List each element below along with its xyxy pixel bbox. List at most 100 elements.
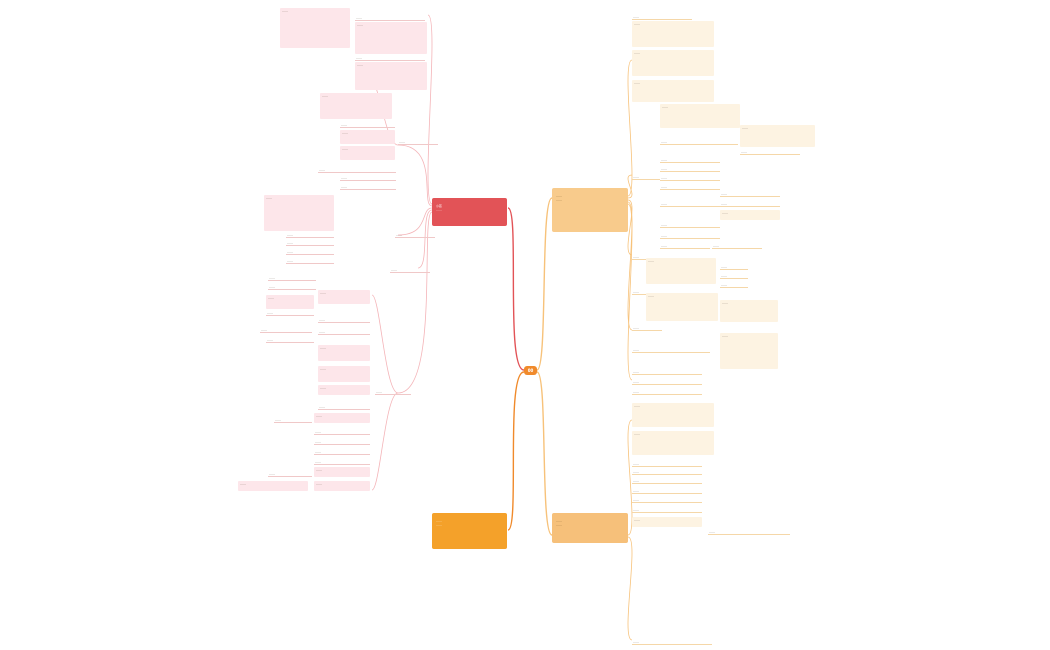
left-long-block[interactable]: …… bbox=[264, 195, 334, 231]
right-question-1[interactable]: …… bbox=[660, 140, 738, 145]
left-question-23[interactable]: …… bbox=[318, 345, 370, 361]
right-question-20[interactable]: …… bbox=[720, 283, 748, 288]
left-question-8[interactable]: …… bbox=[395, 233, 435, 238]
left-question-29[interactable]: …… bbox=[274, 418, 312, 423]
right-question-32[interactable]: …… bbox=[632, 462, 702, 467]
right-question-25[interactable]: …… bbox=[720, 333, 778, 369]
right-block-4[interactable]: …… bbox=[660, 104, 740, 128]
link-central-right-peach bbox=[536, 197, 553, 371]
right-question-11[interactable]: …… bbox=[720, 210, 780, 220]
branch-right-peach[interactable]: …… …… bbox=[552, 188, 628, 232]
left-question-36[interactable]: …… bbox=[314, 481, 370, 491]
left-question-22[interactable]: …… bbox=[266, 338, 314, 343]
right-question-6[interactable]: …… bbox=[660, 176, 720, 181]
left-group2-header[interactable]: …… bbox=[355, 56, 425, 61]
left-question-2[interactable]: …… bbox=[340, 130, 395, 144]
right-question-10[interactable]: …… bbox=[720, 202, 780, 207]
left-question-17[interactable]: …… bbox=[266, 295, 314, 309]
left-question-24[interactable]: …… bbox=[318, 366, 370, 382]
right-question-33[interactable]: …… bbox=[632, 470, 702, 475]
left-question-26[interactable]: …… bbox=[375, 390, 411, 395]
left-question-28[interactable]: …… bbox=[314, 413, 370, 423]
left-question-11[interactable]: …… bbox=[286, 250, 334, 255]
left-question-9[interactable]: …… bbox=[286, 233, 334, 238]
left-question-1[interactable]: …… bbox=[340, 123, 395, 128]
left-question-5[interactable]: …… bbox=[318, 168, 396, 173]
right-question-7[interactable]: …… bbox=[660, 185, 720, 190]
right-question-28[interactable]: …… bbox=[632, 380, 702, 385]
branch-left-orange[interactable]: …… …… bbox=[432, 513, 507, 549]
left-question-16[interactable]: …… bbox=[318, 290, 370, 304]
right-question-3[interactable]: …… bbox=[660, 158, 720, 163]
right-question-16[interactable]: …… bbox=[632, 255, 648, 260]
right-block-3[interactable]: …… bbox=[632, 80, 714, 102]
left-question-7[interactable]: …… bbox=[340, 185, 396, 190]
right-question-12[interactable]: …… bbox=[660, 223, 720, 228]
right-question-24[interactable]: …… bbox=[632, 326, 662, 331]
right-question-34[interactable]: …… bbox=[632, 479, 702, 484]
left-question-14[interactable]: …… bbox=[268, 276, 316, 281]
left-question-33[interactable]: …… bbox=[314, 460, 370, 465]
left-question-34[interactable]: …… bbox=[314, 467, 370, 477]
left-question-15[interactable]: …… bbox=[268, 285, 316, 290]
right-question-15[interactable]: …… bbox=[712, 244, 762, 249]
right-block-5[interactable]: …… bbox=[740, 125, 815, 147]
left-question-4[interactable]: …… bbox=[398, 140, 438, 145]
left-question-21[interactable]: …… bbox=[318, 330, 370, 335]
left-top-note[interactable]: …… bbox=[280, 8, 350, 48]
right-question-8[interactable]: …… bbox=[720, 192, 780, 197]
right-question-5[interactable]: …… bbox=[660, 167, 720, 172]
branch-left-red[interactable]: 小孩 …… bbox=[432, 198, 507, 226]
right-question-18[interactable]: …… bbox=[720, 265, 748, 270]
left-question-18[interactable]: …… bbox=[266, 311, 314, 316]
right-question-38[interactable]: …… bbox=[632, 517, 702, 527]
right-question-14[interactable]: …… bbox=[660, 244, 710, 249]
branch-right-peach2[interactable]: …… …… bbox=[552, 513, 628, 543]
left-question-19[interactable]: …… bbox=[318, 318, 370, 323]
link-peach-low bbox=[627, 199, 633, 256]
branch-left-red-label: 小孩 bbox=[435, 204, 442, 208]
right-question-26[interactable]: …… bbox=[632, 348, 710, 353]
left-question-3[interactable]: …… bbox=[340, 146, 395, 160]
left-group1-header[interactable]: …… bbox=[355, 16, 425, 21]
right-question-30[interactable]: …… bbox=[632, 403, 714, 427]
left-question-13[interactable]: …… bbox=[390, 268, 430, 273]
right-question-40[interactable]: …… bbox=[632, 640, 712, 645]
left-group1-body[interactable]: …… bbox=[355, 22, 427, 54]
right-question-23[interactable]: …… bbox=[720, 300, 778, 322]
right-question-37[interactable]: …… bbox=[632, 508, 702, 513]
right-question-31[interactable]: …… bbox=[632, 431, 714, 455]
left-mid-block[interactable]: …… bbox=[320, 93, 392, 119]
right-question-21[interactable]: …… bbox=[632, 290, 648, 295]
left-group2-body[interactable]: …… bbox=[355, 62, 427, 90]
right-question-29[interactable]: …… bbox=[632, 390, 702, 395]
central-node[interactable]: 00 bbox=[524, 366, 537, 375]
right-question-22[interactable]: …… bbox=[646, 293, 718, 321]
link-peach2-bottom bbox=[627, 536, 633, 641]
right-question-19[interactable]: …… bbox=[720, 274, 748, 279]
left-question-10[interactable]: …… bbox=[286, 241, 334, 246]
right-top-body[interactable]: …… bbox=[632, 21, 714, 47]
link-central-right-peach2 bbox=[536, 371, 553, 536]
left-question-27[interactable]: …… bbox=[318, 405, 370, 410]
left-question-30[interactable]: …… bbox=[314, 430, 370, 435]
left-question-25[interactable]: …… bbox=[318, 385, 370, 395]
left-question-35[interactable]: …… bbox=[268, 472, 312, 477]
right-question-4[interactable]: …… bbox=[632, 175, 660, 180]
right-question-9[interactable]: …… bbox=[660, 202, 720, 207]
left-question-12[interactable]: …… bbox=[286, 259, 334, 264]
right-question-2[interactable]: …… bbox=[740, 150, 800, 155]
left-question-20[interactable]: …… bbox=[260, 328, 312, 333]
left-question-6[interactable]: …… bbox=[340, 176, 396, 181]
right-question-17[interactable]: …… bbox=[646, 258, 716, 284]
right-question-39[interactable]: …… bbox=[708, 530, 790, 535]
left-question-31[interactable]: …… bbox=[314, 440, 370, 445]
right-question-13[interactable]: …… bbox=[660, 234, 720, 239]
right-block-2[interactable]: …… bbox=[632, 50, 714, 76]
right-top-header[interactable]: …… bbox=[632, 15, 692, 20]
left-question-32[interactable]: …… bbox=[314, 450, 370, 455]
right-question-36[interactable]: …… bbox=[632, 498, 702, 503]
left-question-37[interactable]: …… bbox=[238, 481, 308, 491]
right-question-35[interactable]: …… bbox=[632, 489, 702, 494]
right-question-27[interactable]: …… bbox=[632, 370, 702, 375]
